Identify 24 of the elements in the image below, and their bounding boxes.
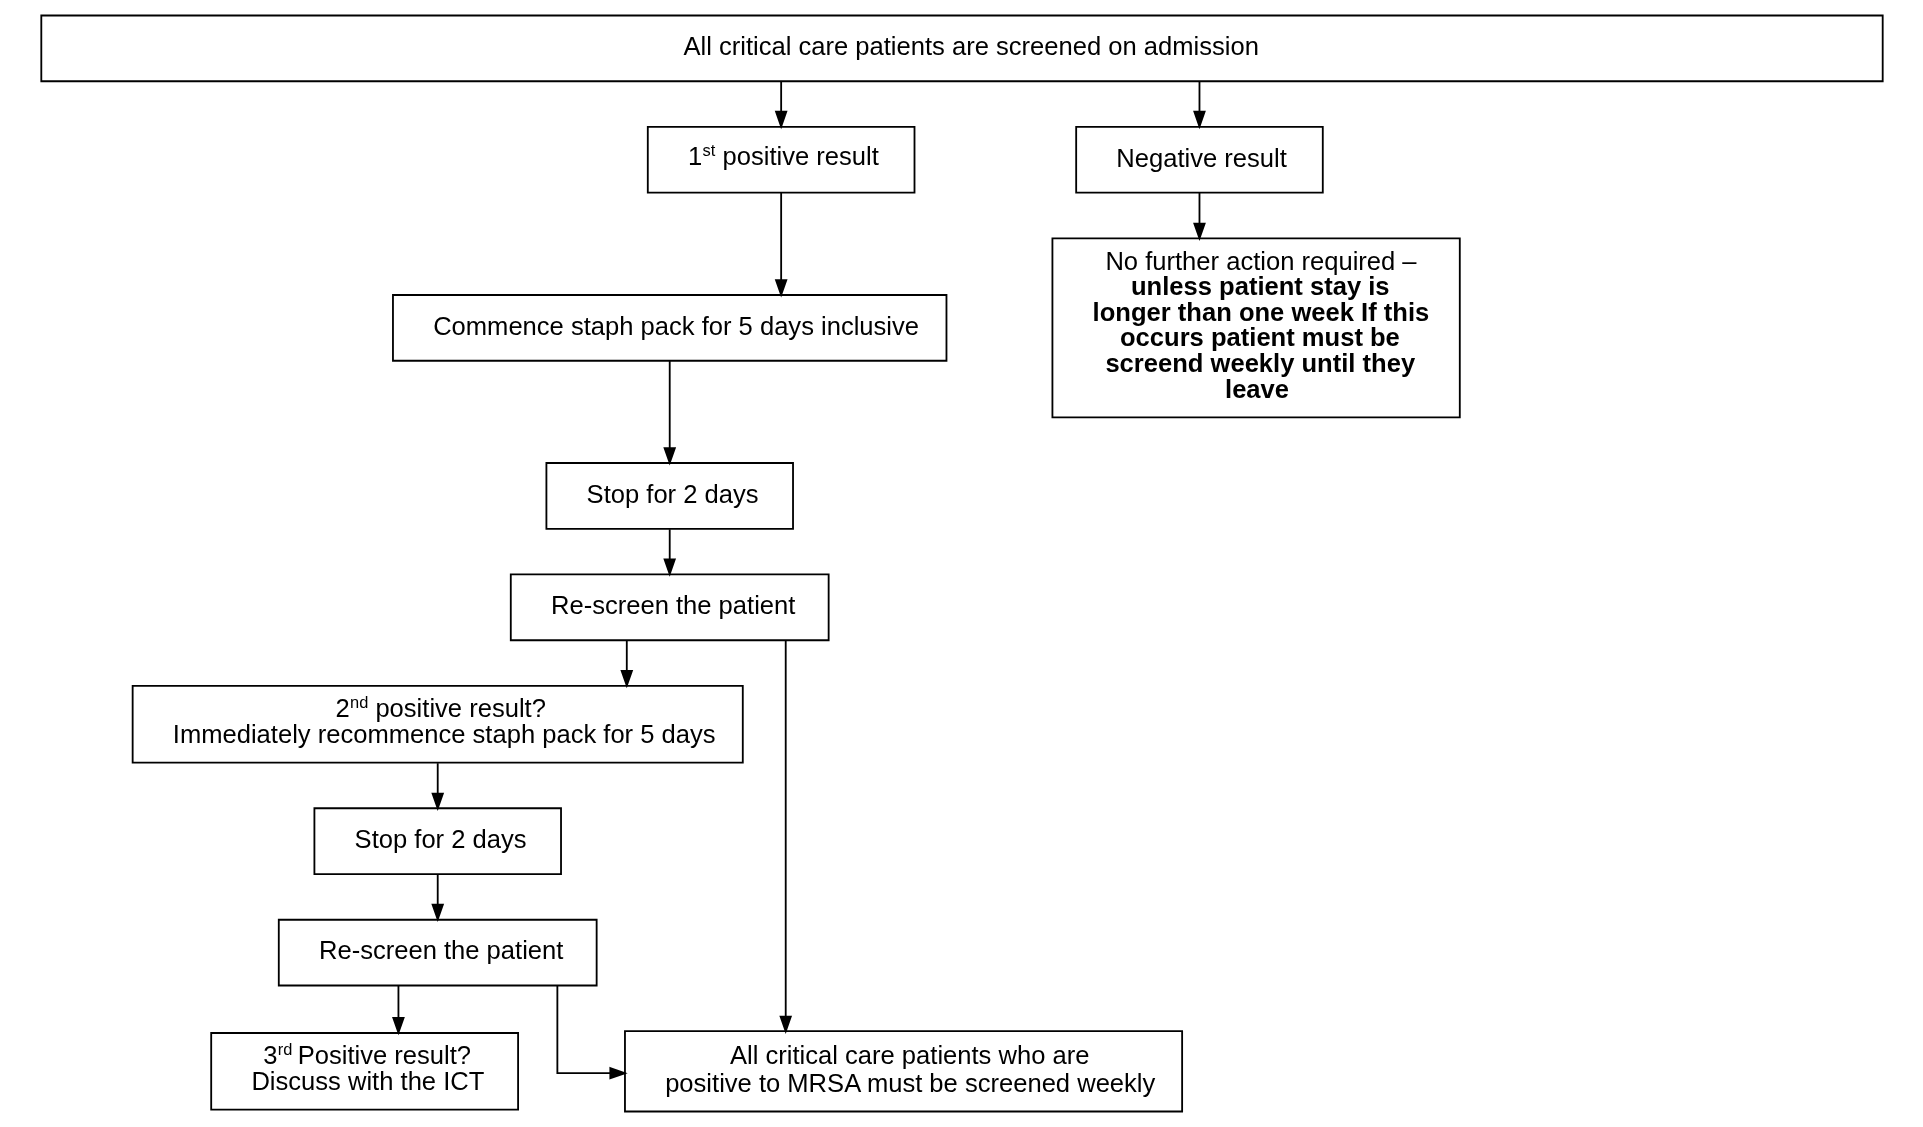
node-box: No further action required – unless patient stay is longer than one week If this occurs patient must be screend weekly until they leave (1051, 237, 1461, 419)
arrow (430, 762, 444, 812)
node-box: Stop for 2 days (545, 462, 794, 530)
arrow (1192, 192, 1206, 241)
node-box: 3$^{rd}$ Positive result? Discuss with the ICT (209, 1032, 519, 1111)
node-box: Re-screen the patient (277, 918, 598, 987)
node-box: Commence staph pack for 5 days inclusive (391, 294, 947, 362)
arrow (619, 639, 633, 689)
arrow (430, 873, 444, 922)
node-box: All critical care patients are screened on admission (39, 14, 1884, 83)
arrow (555, 984, 628, 1080)
arrow (774, 80, 788, 130)
node-box: 2$^{nd}$ positive result? Immediately recommence staph pack for 5 days (131, 684, 744, 764)
arrow (662, 528, 676, 577)
arrow (391, 984, 405, 1036)
node-box: Stop for 2 days (313, 807, 562, 875)
arrow (778, 639, 792, 1034)
node-box: 1$^{st}$ positive result (646, 126, 915, 194)
arrow (662, 360, 676, 466)
node-box: All critical care patients who are positive to MRSA must be screened weekly (623, 1030, 1183, 1113)
arrow (1192, 80, 1206, 130)
arrow (774, 192, 788, 298)
node-box: Re-screen the patient (509, 573, 830, 642)
node-box: Negative result (1074, 126, 1324, 194)
